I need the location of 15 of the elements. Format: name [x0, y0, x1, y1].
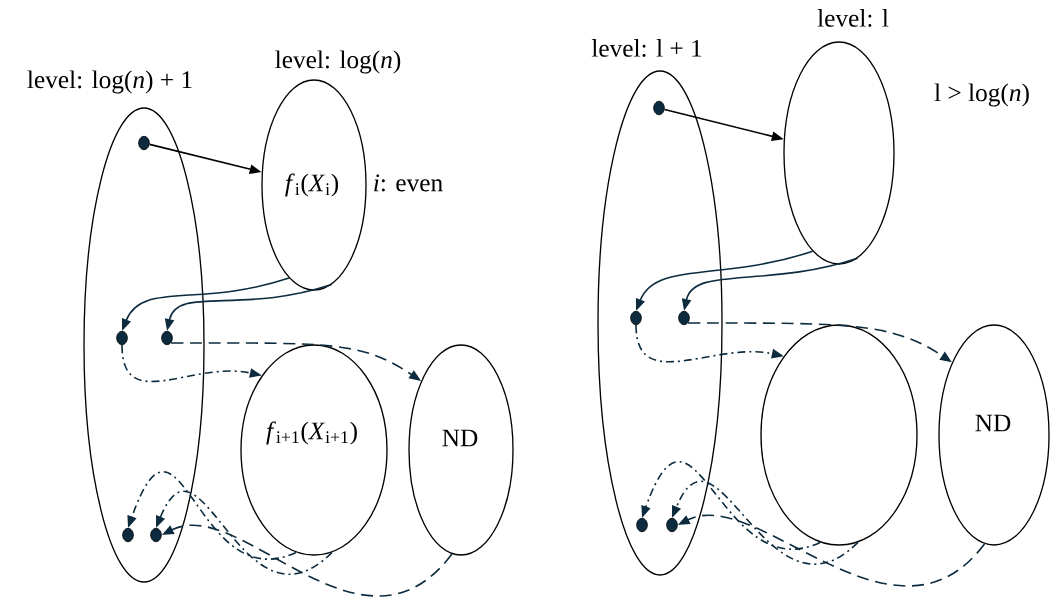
level-label: level: log(n) + 1 — [27, 70, 192, 94]
condition-label: l > log(n) — [934, 83, 1029, 107]
set-label: ND — [975, 414, 1011, 432]
level-label: level: l — [817, 9, 889, 27]
set-label: f$_{i}$(X$_{i}$) — [285, 173, 339, 197]
set-label: ND — [442, 429, 478, 447]
arrow — [641, 460, 821, 550]
set-ellipse — [760, 324, 918, 546]
arrow — [672, 480, 859, 565]
condition-label: i: even — [374, 174, 443, 192]
arrow — [156, 490, 333, 575]
arrow — [127, 470, 297, 560]
set-label: f$_{i+1}$(X$_{i+1}$) — [266, 421, 357, 445]
level-label: level: log(n) — [275, 50, 401, 74]
level-label: level: l + 1 — [591, 39, 702, 57]
